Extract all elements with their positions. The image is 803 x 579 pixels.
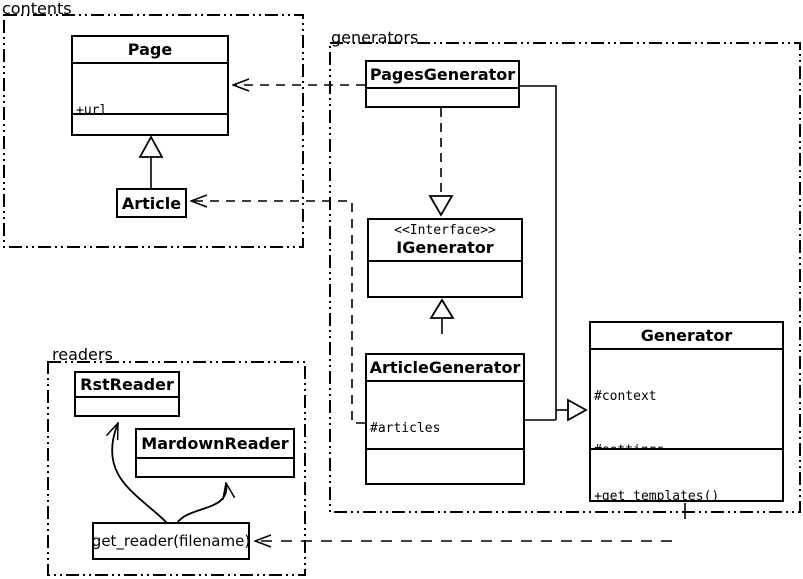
generalization-pagesgenerator-generator: [520, 85, 557, 420]
class-title-igenerator: <<Interface>> IGenerator: [369, 220, 521, 262]
generalization-triangle-generator: [567, 398, 588, 422]
class-title-article: Article: [121, 193, 182, 213]
class-attributes-page: +url +slug +summary: [73, 64, 227, 115]
class-stereotype: <<Interface>>: [394, 223, 496, 238]
attribute: #articles: [370, 421, 441, 436]
class-title-text: IGenerator: [396, 238, 494, 257]
class-box-rstreader: RstReader +read(): [74, 371, 180, 417]
class-title-pagesgenerator: PagesGenerator: [367, 62, 518, 89]
package-border-contents: [3, 14, 304, 248]
class-methods-page: +check_properties(): [73, 115, 227, 134]
call-arrow-getreader-mardownreader: [176, 483, 226, 524]
class-attributes-pagesgenerator: #pages: [367, 89, 518, 106]
call-arrow-getreader-rstreader: [112, 423, 169, 525]
class-box-igenerator: <<Interface>> IGenerator +generate_conte…: [367, 218, 523, 298]
class-attributes-articlegenerator: #articles #dates #tags #categories: [367, 382, 523, 450]
class-box-page: Page +url +slug +summary +check_properti…: [71, 35, 229, 136]
function-box-get-reader: get_reader(filename): [92, 522, 250, 560]
class-methods-generator: +get_templates() +get_files(path,exclude…: [591, 450, 782, 500]
dependency-articlegenerator-article: [191, 201, 365, 424]
realization-triangle-igenerator: [428, 195, 454, 217]
class-title-mardownreader: MardownReader: [137, 430, 293, 459]
package-label-readers: readers: [52, 345, 113, 364]
class-title-rstreader: RstReader: [76, 373, 178, 398]
class-methods-rstreader: +read(): [76, 398, 178, 415]
generalization-triangle-page: [138, 135, 164, 158]
package-border-readers: [47, 361, 306, 576]
class-methods-articlegenerator: +generate_feeds() +generate_pages(): [367, 450, 523, 483]
class-methods-mardownreader: +read(): [137, 459, 293, 476]
class-title-generator: Generator: [591, 323, 782, 350]
class-title-page: Page: [73, 37, 227, 64]
class-attributes-generator: #context #settings #path #theme #output_…: [591, 350, 782, 450]
class-box-mardownreader: MardownReader +read(): [135, 428, 295, 478]
attribute: +url: [76, 103, 108, 115]
class-box-articlegenerator: ArticleGenerator #articles #dates #tags …: [365, 353, 525, 485]
attribute: #context: [594, 389, 657, 404]
class-box-article: Article: [116, 188, 187, 218]
method: +get_templates(): [594, 489, 720, 500]
class-box-generator: Generator #context #settings #path #them…: [589, 321, 784, 502]
package-label-generators: generators: [331, 28, 419, 47]
class-title-articlegenerator: ArticleGenerator: [367, 355, 523, 382]
class-methods-igenerator: +generate_context() +generate_output(): [369, 262, 521, 296]
generalization-triangle-igenerator: [429, 298, 455, 319]
package-label-contents: contents: [2, 0, 72, 18]
attribute: #settings: [594, 443, 779, 448]
class-box-pagesgenerator: PagesGenerator #pages: [365, 60, 520, 108]
package-border-generators: [329, 42, 801, 513]
